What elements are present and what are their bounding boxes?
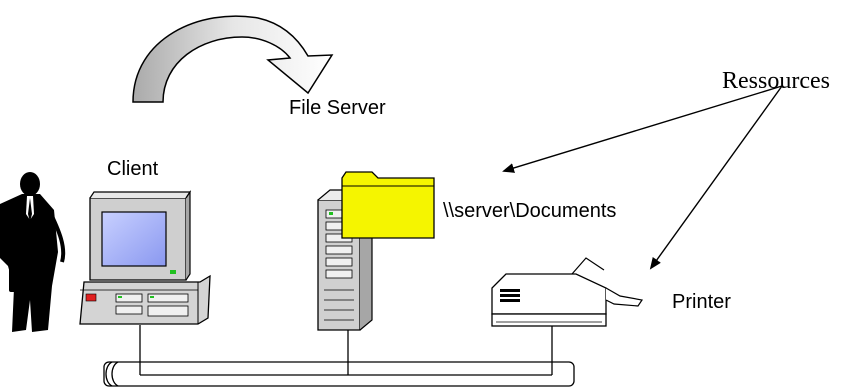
client-computer-icon xyxy=(79,190,211,325)
arrow-to-share xyxy=(502,85,783,173)
arrow-to-printer xyxy=(649,85,783,270)
resource-arrows xyxy=(502,85,783,270)
client-label: Client xyxy=(107,158,159,180)
printer-icon xyxy=(491,257,644,327)
businessman-icon xyxy=(0,172,66,332)
file-server-label: File Server xyxy=(289,97,386,119)
monitor-screen xyxy=(101,211,167,267)
network-bus-cable xyxy=(103,325,575,387)
resources-label: Ressources xyxy=(722,68,830,94)
share-path-label: \\server\Documents xyxy=(443,200,617,222)
printer-label: Printer xyxy=(672,291,731,313)
shared-folder-icon xyxy=(341,171,435,239)
curved-transfer-arrow xyxy=(132,15,334,103)
